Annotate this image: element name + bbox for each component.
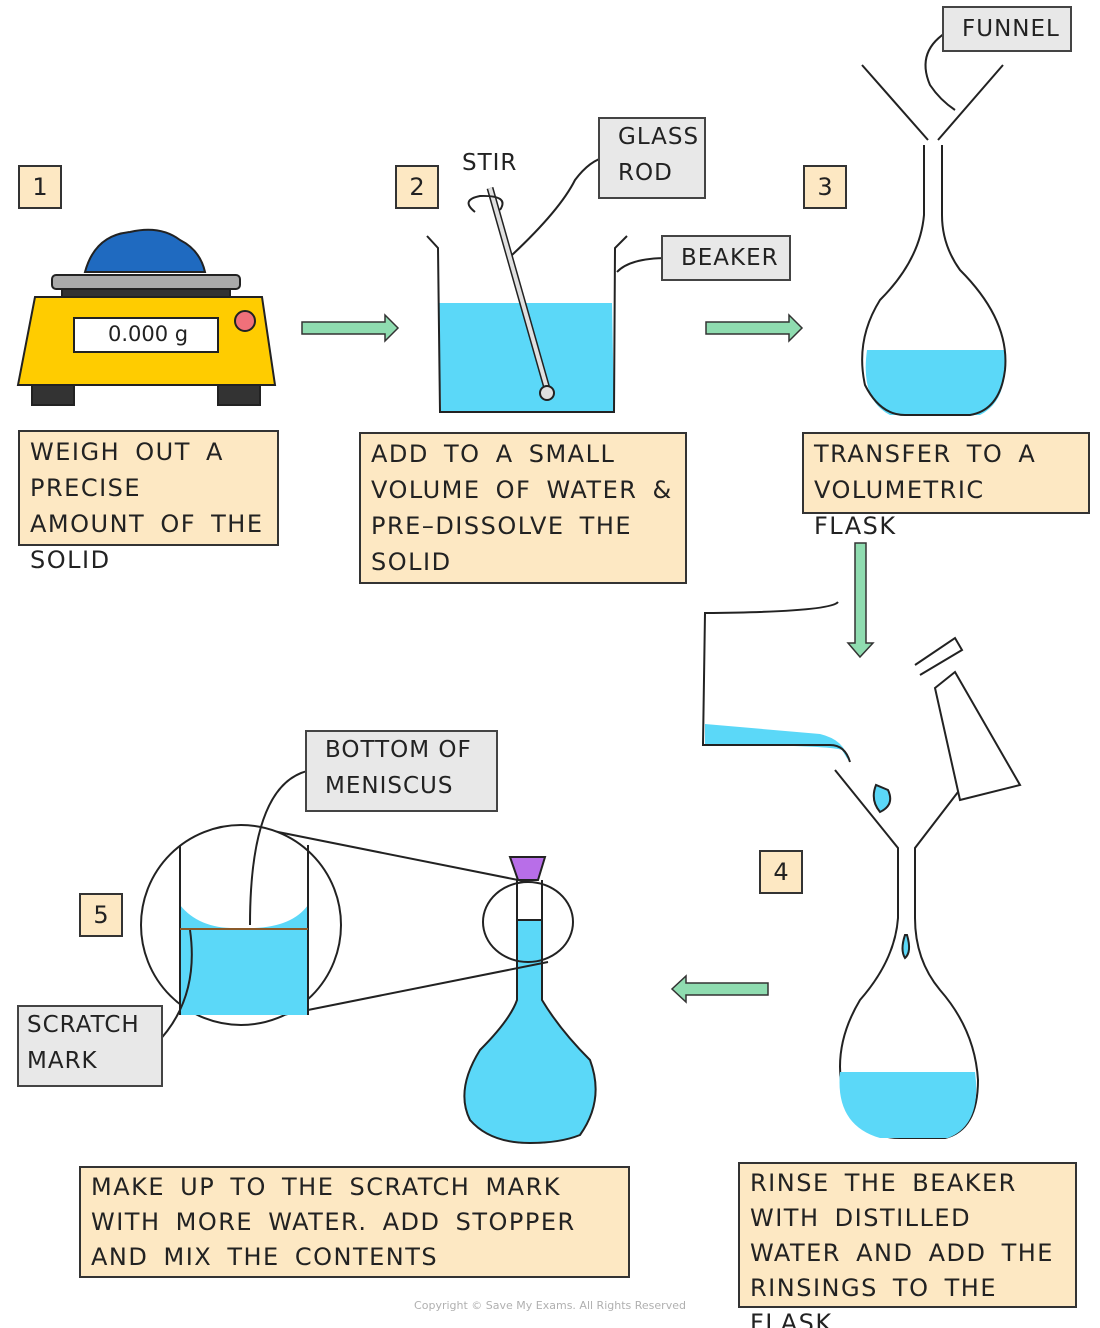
step-5-description: MAKE UP TO THE SCRATCH MARK WITH MORE WA… <box>79 1166 630 1278</box>
balance-pan <box>51 274 241 290</box>
step-number-2: 2 <box>395 165 439 209</box>
stir-label: STIR <box>462 150 518 176</box>
step-2-description: ADD TO A SMALL VOLUME OF WATER & PRE–DIS… <box>359 432 687 584</box>
stopper <box>508 856 547 881</box>
wash-bottle <box>933 670 1022 802</box>
step-4-description: RINSE THE BEAKER WITH DISTILLED WATER AN… <box>738 1162 1077 1328</box>
step-3-description: TRANSFER TO A VOLUMETRIC FLASK <box>802 432 1090 540</box>
step-number-5: 5 <box>79 893 123 937</box>
balance-display <box>73 317 219 353</box>
step-1-description: WEIGH OUT A PRECISE AMOUNT OF THE SOLID <box>18 430 279 574</box>
arrow-down-icon <box>846 542 875 659</box>
rinsing-setup <box>701 601 1022 1139</box>
funnel <box>861 64 1004 141</box>
copyright: Copyright © Save My Exams. All Rights Re… <box>414 1299 686 1312</box>
step-number-4: 4 <box>759 850 803 894</box>
scratch-mark-label: SCRATCH MARK <box>17 1005 163 1087</box>
balance <box>16 228 277 406</box>
balance-button <box>234 310 256 332</box>
arrow-left-icon <box>670 974 769 1004</box>
volumetric-flask-3 <box>861 29 1007 416</box>
arrow-right-icon <box>301 313 400 343</box>
meniscus-label: BOTTOM OF MENISCUS <box>305 730 498 812</box>
step-number-3: 3 <box>803 165 847 209</box>
beaker <box>426 156 669 413</box>
step-number-1: 1 <box>18 165 62 209</box>
stir-arrow-icon <box>467 194 504 213</box>
beaker-pouring <box>701 601 851 763</box>
balance-readout: 0.000 g <box>108 322 189 346</box>
final-flask <box>140 769 597 1145</box>
glass-rod-label: GLASS ROD <box>598 117 706 199</box>
beaker-label: BEAKER <box>661 235 791 281</box>
arrows <box>301 313 875 1004</box>
funnel-label: FUNNEL <box>942 6 1072 52</box>
solid-pile <box>83 228 207 273</box>
arrow-right-icon <box>705 313 804 343</box>
